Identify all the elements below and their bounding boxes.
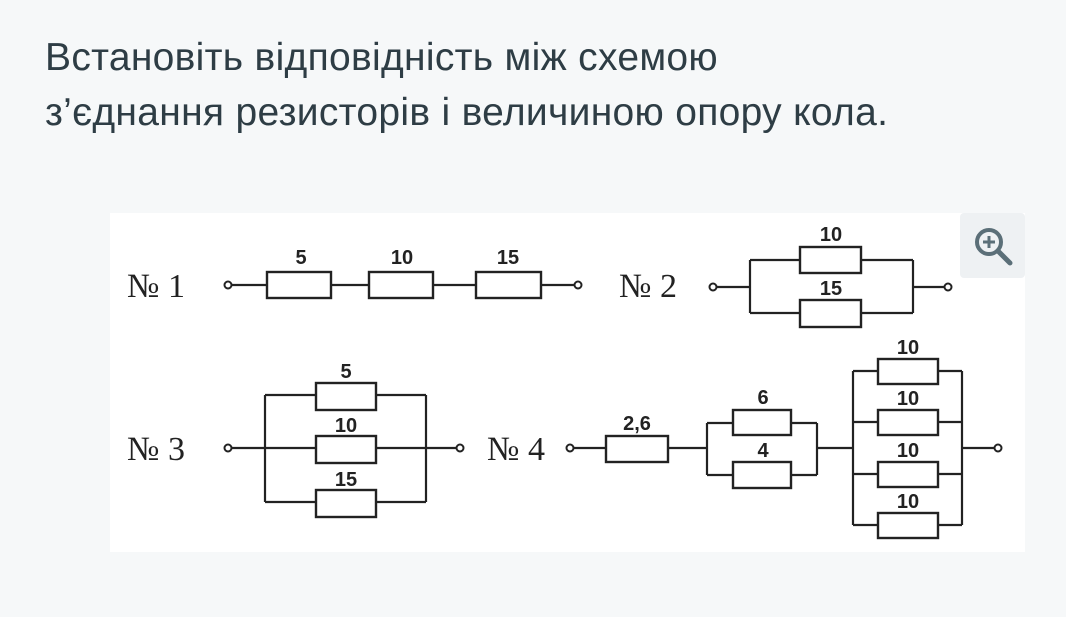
resistor-value: 10 <box>897 337 919 359</box>
question-line-2: з’єднання резисторів і величиною опору к… <box>45 91 889 134</box>
resistor <box>314 488 378 519</box>
resistor <box>876 511 940 540</box>
resistor <box>731 408 793 437</box>
resistor <box>314 434 378 465</box>
terminal <box>223 443 233 453</box>
terminal <box>993 443 1003 453</box>
resistor-value: 5 <box>295 247 306 269</box>
zoom-in-icon <box>974 227 1012 265</box>
circuit-3: № 3 5 10 15 <box>127 361 465 519</box>
resistor-value: 10 <box>391 247 413 269</box>
resistor-value: 4 <box>757 440 769 462</box>
resistor <box>798 298 863 329</box>
circuit-2: № 2 10 15 <box>619 224 953 329</box>
resistor-value: 10 <box>897 388 919 410</box>
resistor-value: 15 <box>497 247 519 269</box>
resistor <box>731 460 793 490</box>
circuit-label: № 4 <box>487 431 545 468</box>
question-text: Встановіть відповідність між схемою з’єд… <box>45 30 888 140</box>
resistor-value: 15 <box>820 278 842 300</box>
circuit-label: № 3 <box>127 431 185 468</box>
resistor-value: 6 <box>757 387 768 409</box>
circuit-label: № 1 <box>127 268 185 305</box>
resistor <box>265 270 333 300</box>
terminal <box>573 280 583 290</box>
resistor <box>876 460 940 489</box>
terminal <box>455 443 465 453</box>
resistor <box>474 270 543 300</box>
resistor-value: 10 <box>820 224 842 246</box>
resistor-value: 2,6 <box>623 413 651 435</box>
resistor-value: 15 <box>335 469 357 491</box>
resistor-value: 10 <box>335 415 357 437</box>
resistor <box>314 381 378 412</box>
resistor-value: 10 <box>897 440 919 462</box>
terminal <box>708 282 718 292</box>
resistor <box>876 408 940 437</box>
circuit-diagram-image[interactable] <box>110 213 1025 552</box>
circuit-label: № 2 <box>619 268 677 305</box>
terminal <box>943 282 953 292</box>
terminal <box>565 443 575 453</box>
circuit-1: № 1 5 10 15 <box>127 247 583 305</box>
circuit-4: № 4 2,6 6 4 10 10 10 10 <box>487 337 1003 540</box>
zoom-image-button[interactable] <box>960 213 1025 278</box>
resistor <box>798 245 863 275</box>
resistor-value: 5 <box>340 361 351 383</box>
resistor-value: 10 <box>897 491 919 513</box>
terminal <box>223 280 233 290</box>
resistor <box>876 357 940 386</box>
question-line-1: Встановіть відповідність між схемою <box>45 36 718 79</box>
resistor <box>604 434 670 464</box>
resistor <box>367 270 435 300</box>
